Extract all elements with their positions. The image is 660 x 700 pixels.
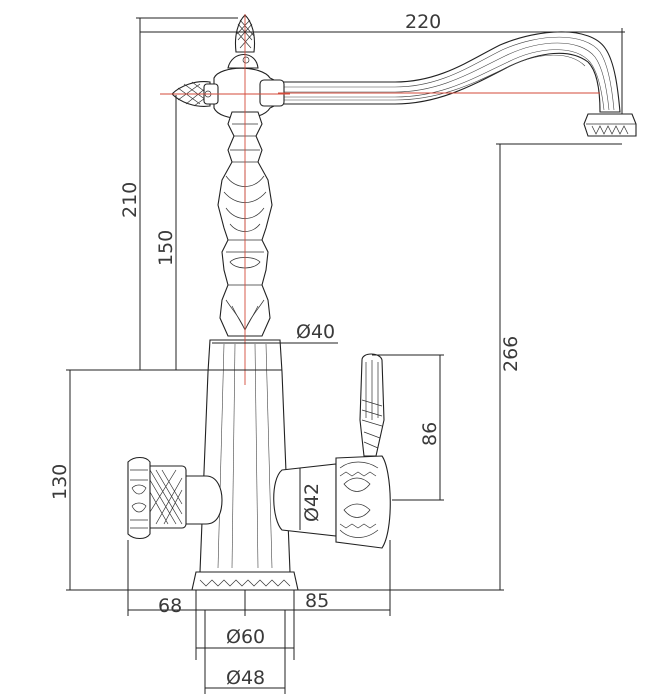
left-knob bbox=[127, 456, 223, 540]
dim-spout-outlet-height: 266 bbox=[500, 336, 522, 372]
centerlines bbox=[160, 14, 600, 385]
main-body bbox=[191, 339, 299, 591]
dim-base-height: 130 bbox=[49, 464, 71, 500]
dim-mount-to-spout: 150 bbox=[155, 230, 177, 266]
dim-left-reach: 68 bbox=[158, 595, 182, 617]
dimension-labels: 220 210 150 Ø40 266 130 86 Ø42 68 85 Ø60… bbox=[49, 11, 522, 689]
top-hub bbox=[171, 14, 285, 119]
dim-spout-reach: 220 bbox=[405, 11, 441, 33]
dim-right-reach: 85 bbox=[305, 590, 329, 612]
dim-base-diameter: Ø60 bbox=[226, 626, 265, 648]
spout bbox=[269, 31, 637, 137]
right-handle bbox=[273, 353, 391, 549]
dim-handle-height: 86 bbox=[419, 422, 441, 446]
dim-column-diameter: Ø40 bbox=[296, 321, 335, 343]
dim-shank-diameter: Ø48 bbox=[226, 667, 265, 689]
faucet-outline bbox=[127, 14, 637, 591]
dimension-lines bbox=[66, 17, 625, 694]
dim-total-height: 210 bbox=[119, 182, 141, 218]
dim-handle-diameter: Ø42 bbox=[301, 483, 323, 522]
